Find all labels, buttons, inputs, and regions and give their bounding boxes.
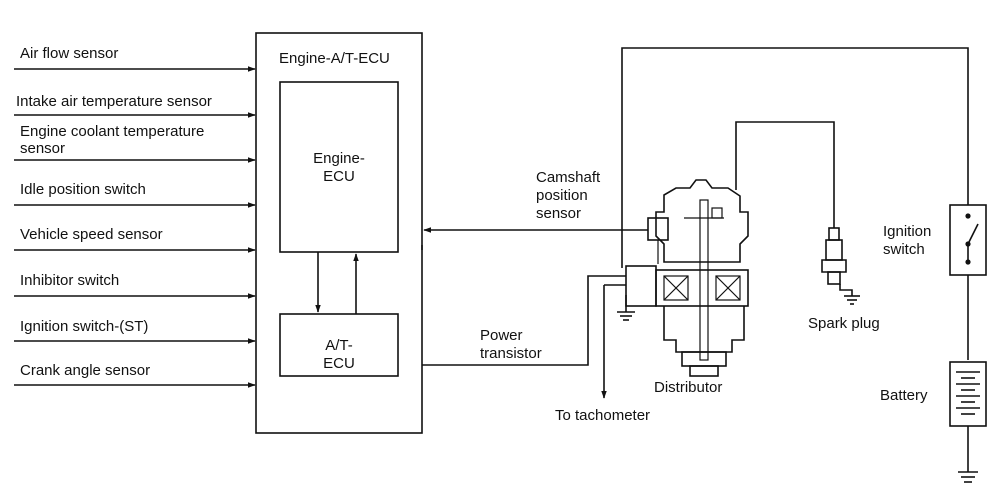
coil-winding-left bbox=[663, 275, 689, 301]
spark-plug-insulator bbox=[825, 239, 843, 261]
coil-winding-left-x2 bbox=[663, 275, 689, 301]
ignition-coil-body bbox=[655, 269, 749, 307]
camshaft-sensor-block bbox=[647, 217, 669, 241]
distributor-drive bbox=[689, 365, 719, 377]
input-label-ignition-st: Ignition switch-(ST) bbox=[20, 318, 148, 335]
engine-at-ecu-title: Engine-A/T-ECU bbox=[279, 50, 390, 67]
rotor-tip bbox=[711, 207, 723, 219]
power-transistor-wire bbox=[422, 275, 626, 366]
input-signals: Air flow sensor Intake air temperature s… bbox=[14, 45, 256, 388]
power-transistor-label-1: Power bbox=[480, 327, 523, 344]
to-tachometer-label: To tachometer bbox=[555, 407, 650, 424]
at-ecu-label-1: A/T- bbox=[325, 337, 353, 354]
input-label-idle-position: Idle position switch bbox=[20, 181, 146, 198]
input-label-coolant-temp-2: sensor bbox=[20, 140, 65, 157]
ignition-switch-label-2: switch bbox=[883, 241, 925, 258]
engine-ecu-label-1: Engine- bbox=[313, 150, 365, 167]
at-ecu-box bbox=[279, 313, 399, 377]
spark-plug-thread bbox=[827, 271, 841, 285]
input-label-intake-air-temp: Intake air temperature sensor bbox=[16, 93, 212, 110]
power-transistor-label-2: transistor bbox=[480, 345, 542, 362]
at-ecu-label-2: ECU bbox=[323, 355, 355, 372]
spark-plug-label: Spark plug bbox=[808, 315, 880, 332]
distributor-housing bbox=[663, 306, 745, 353]
ignition-power-wire bbox=[621, 47, 969, 268]
battery-label: Battery bbox=[880, 387, 928, 404]
input-label-coolant-temp-1: Engine coolant temperature bbox=[20, 123, 204, 140]
distributor-label: Distributor bbox=[654, 379, 722, 396]
camshaft-label-2: position bbox=[536, 187, 588, 204]
spark-plug-hex bbox=[821, 259, 847, 273]
camshaft-label-3: sensor bbox=[536, 205, 581, 222]
engine-ecu-label-2: ECU bbox=[323, 168, 355, 185]
battery bbox=[949, 361, 987, 483]
distributor-shaft bbox=[699, 199, 709, 361]
coil-winding-right bbox=[715, 275, 741, 301]
ignition-switch bbox=[949, 204, 987, 360]
engine-ecu-box bbox=[279, 81, 399, 253]
spark-plug-terminal bbox=[828, 227, 840, 241]
ignition-switch-label-1: Ignition bbox=[883, 223, 931, 240]
spark-plug-ground-lead bbox=[839, 284, 853, 296]
spark-plug-lead bbox=[735, 121, 835, 228]
distributor bbox=[617, 121, 835, 377]
spark-plug bbox=[821, 227, 860, 305]
power-transistor-block bbox=[625, 265, 657, 307]
distributor-cap bbox=[655, 179, 749, 263]
ignition-switch-contact-top bbox=[965, 213, 971, 219]
input-label-vehicle-speed: Vehicle speed sensor bbox=[20, 226, 163, 243]
coil-winding-right-x2 bbox=[715, 275, 741, 301]
ignition-switch-blade bbox=[967, 223, 979, 245]
distributor-base bbox=[681, 351, 727, 367]
input-label-inhibitor: Inhibitor switch bbox=[20, 272, 119, 289]
input-label-crank-angle: Crank angle sensor bbox=[20, 362, 150, 379]
camshaft-label-1: Camshaft bbox=[536, 169, 601, 186]
input-label-air-flow: Air flow sensor bbox=[20, 45, 118, 62]
